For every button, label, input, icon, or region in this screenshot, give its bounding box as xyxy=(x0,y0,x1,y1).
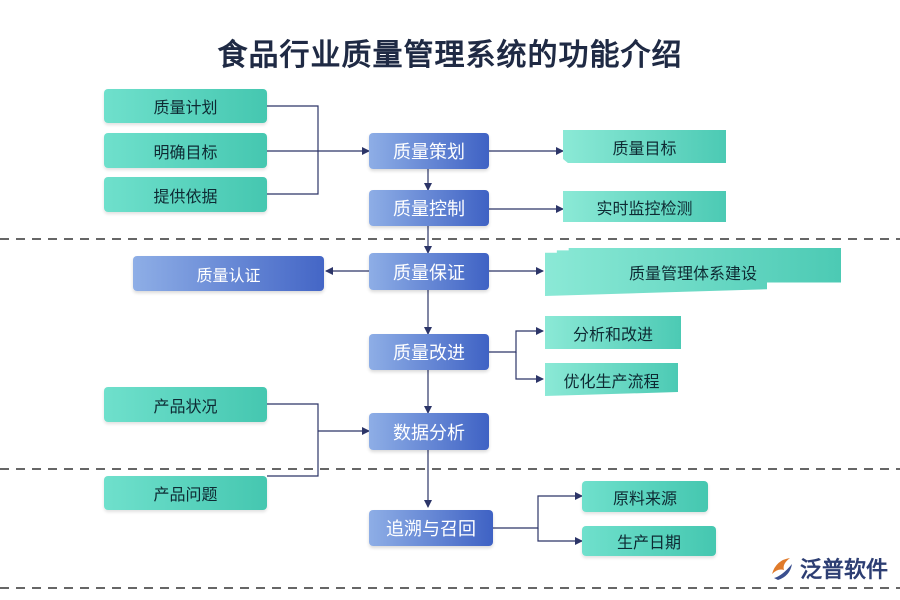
input-provide-basis: 提供依据 xyxy=(104,177,267,212)
quality-certification: 质量认证 xyxy=(133,256,324,291)
input-quality-plan: 质量计划 xyxy=(104,89,267,123)
page-title: 食品行业质量管理系统的功能介绍 xyxy=(217,38,683,73)
output-raw-source: 原料来源 xyxy=(582,481,708,512)
brand-logo: 泛普软件 xyxy=(768,552,888,584)
logo-text: 泛普软件 xyxy=(800,558,889,583)
step-quality-assurance: 质量保证 xyxy=(369,253,489,290)
fanpu-logo-icon xyxy=(772,558,792,580)
output-realtime-monitor: 实时监控检测 xyxy=(563,191,726,222)
step-quality-planning: 质量策划 xyxy=(369,133,489,169)
step-data-analysis: 数据分析 xyxy=(369,413,489,450)
output-production-date: 生产日期 xyxy=(582,526,716,556)
step-quality-improvement: 质量改进 xyxy=(369,334,489,370)
input-clear-goal: 明确目标 xyxy=(104,133,267,168)
input-product-status: 产品状况 xyxy=(104,387,267,422)
input-product-issue: 产品问题 xyxy=(104,476,267,510)
output-optimize-flow: 优化生产流程 xyxy=(545,363,678,396)
output-quality-goal: 质量目标 xyxy=(563,130,726,163)
step-trace-recall: 追溯与召回 xyxy=(369,510,493,546)
step-quality-control: 质量控制 xyxy=(369,190,489,226)
output-analyze-improve: 分析和改进 xyxy=(545,316,681,349)
